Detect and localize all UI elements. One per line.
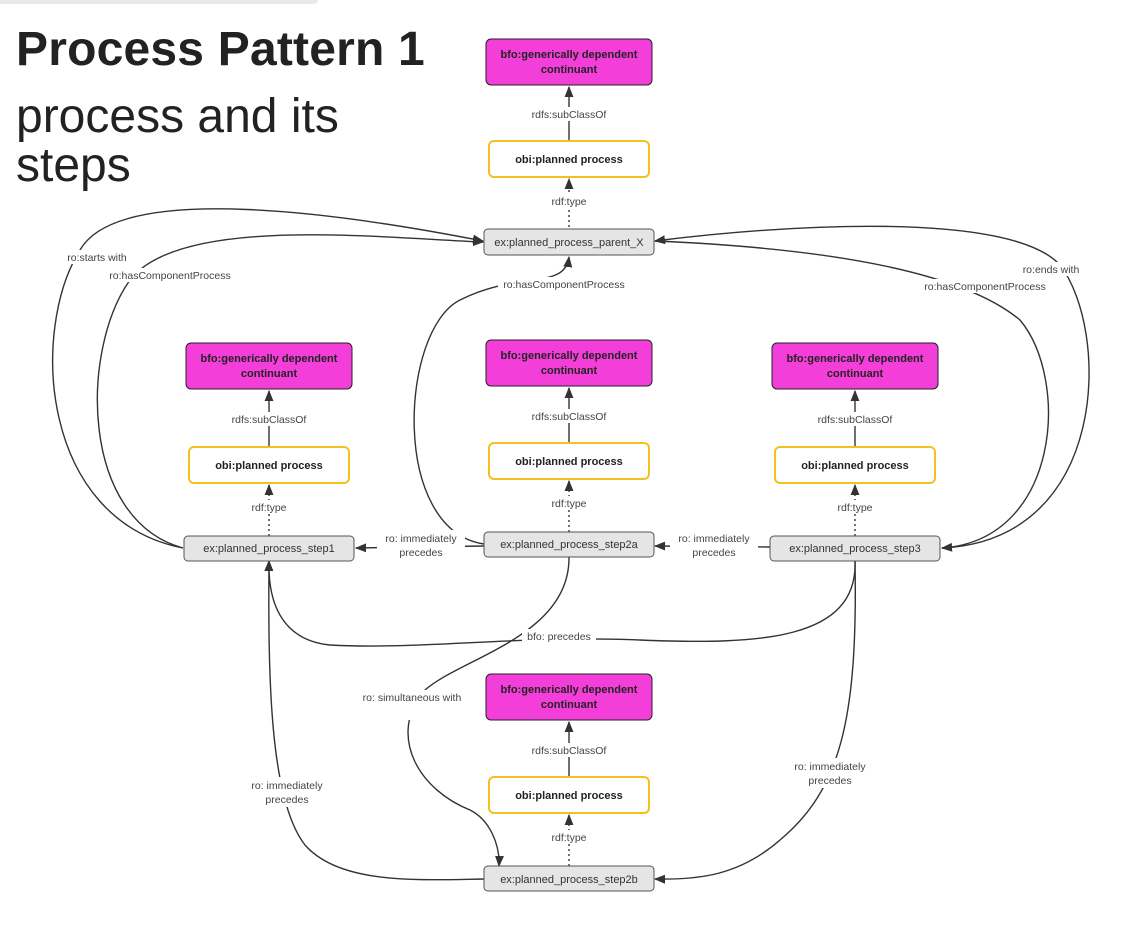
- svg-text:rdfs:subClassOf: rdfs:subClassOf: [532, 109, 607, 121]
- svg-text:ro:hasComponentProcess: ro:hasComponentProcess: [924, 281, 1045, 293]
- svg-text:rdf:type: rdf:type: [551, 832, 586, 844]
- label-subclassof-s2a: rdfs:subClassOf: [528, 409, 610, 423]
- label-precedes: bfo: precedes: [522, 629, 596, 643]
- svg-text:bfo: precedes: bfo: precedes: [527, 631, 591, 643]
- label-starts-with: ro:starts with: [62, 250, 132, 264]
- node-step1[interactable]: ex:planned_process_step1: [183, 535, 355, 562]
- svg-text:obi:planned process: obi:planned process: [515, 154, 623, 166]
- label-simultaneous: ro: simultaneous with: [363, 690, 462, 720]
- node-s3-planned[interactable]: obi:planned process: [774, 446, 936, 484]
- node-step2b[interactable]: ex:planned_process_step2b: [483, 865, 655, 892]
- svg-text:ex:planned_process_step2a: ex:planned_process_step2a: [500, 539, 638, 551]
- label-hascomponent-s2a: ro:hasComponentProcess: [498, 277, 630, 291]
- svg-text:ro:ends with: ro:ends with: [1023, 264, 1080, 276]
- svg-text:ro:starts with: ro:starts with: [67, 252, 127, 264]
- svg-text:obi:planned process: obi:planned process: [515, 456, 623, 468]
- svg-text:rdf:type: rdf:type: [551, 498, 586, 510]
- svg-text:rdf:type: rdf:type: [837, 502, 872, 514]
- edge-hascomponent-s3: [654, 240, 1050, 552]
- label-subclassof-s3: rdfs:subClassOf: [814, 412, 896, 426]
- edge-starts-with: [52, 208, 485, 549]
- edge-hascomponent-s2a: [413, 255, 573, 545]
- svg-text:ro:hasComponentProcess: ro:hasComponentProcess: [503, 279, 624, 291]
- svg-text:ex:planned_process_step1: ex:planned_process_step1: [203, 543, 334, 555]
- svg-text:rdf:type: rdf:type: [251, 502, 286, 514]
- node-s2b-planned[interactable]: obi:planned process: [488, 776, 650, 814]
- svg-text:ro:hasComponentProcess: ro:hasComponentProcess: [109, 270, 230, 282]
- page-title: Process Pattern 1: [16, 23, 425, 76]
- node-s1-planned[interactable]: obi:planned process: [188, 446, 350, 484]
- label-rdftype-top: rdf:type: [546, 194, 592, 208]
- label-rdftype-s3: rdf:type: [832, 500, 878, 514]
- page-subtitle: process and its steps: [16, 90, 339, 193]
- svg-text:rdfs:subClassOf: rdfs:subClassOf: [532, 745, 607, 757]
- node-s2a-planned[interactable]: obi:planned process: [488, 442, 650, 480]
- svg-text:ex:planned_process_step2b: ex:planned_process_step2b: [500, 874, 638, 886]
- node-step2a[interactable]: ex:planned_process_step2a: [483, 531, 655, 558]
- node-parent[interactable]: ex:planned_process_parent_X: [483, 228, 655, 256]
- label-rdftype-s1: rdf:type: [246, 500, 292, 514]
- label-rdftype-s2a: rdf:type: [546, 496, 592, 510]
- svg-text:obi:planned process: obi:planned process: [515, 790, 623, 802]
- svg-text:rdfs:subClassOf: rdfs:subClassOf: [818, 414, 893, 426]
- node-top-planned[interactable]: obi:planned process: [488, 140, 650, 178]
- label-subclassof-s1: rdfs:subClassOf: [228, 412, 310, 426]
- svg-text:ro: simultaneous with: ro: simultaneous with: [363, 692, 462, 704]
- node-step3[interactable]: ex:planned_process_step3: [769, 535, 941, 562]
- label-hascomponent-s1: ro:hasComponentProcess: [104, 268, 236, 282]
- svg-text:rdfs:subClassOf: rdfs:subClassOf: [232, 414, 307, 426]
- svg-text:rdf:type: rdf:type: [551, 196, 586, 208]
- edge-imm-precedes-3-2b: [653, 560, 857, 884]
- label-hascomponent-s3: ro:hasComponentProcess: [919, 279, 1051, 293]
- label-rdftype-s2b: rdf:type: [546, 830, 592, 844]
- svg-text:ex:planned_process_parent_X: ex:planned_process_parent_X: [494, 237, 644, 249]
- svg-text:ex:planned_process_step3: ex:planned_process_step3: [789, 543, 920, 555]
- label-ends-with: ro:ends with: [1016, 262, 1086, 276]
- edge-imm-precedes-2b-1: [264, 559, 485, 881]
- label-subclassof-top: rdfs:subClassOf: [528, 107, 610, 121]
- top-scrollbar: [0, 0, 318, 4]
- svg-text:obi:planned process: obi:planned process: [215, 460, 323, 472]
- svg-text:rdfs:subClassOf: rdfs:subClassOf: [532, 411, 607, 423]
- label-subclassof-s2b: rdfs:subClassOf: [528, 743, 610, 757]
- svg-text:obi:planned process: obi:planned process: [801, 460, 909, 472]
